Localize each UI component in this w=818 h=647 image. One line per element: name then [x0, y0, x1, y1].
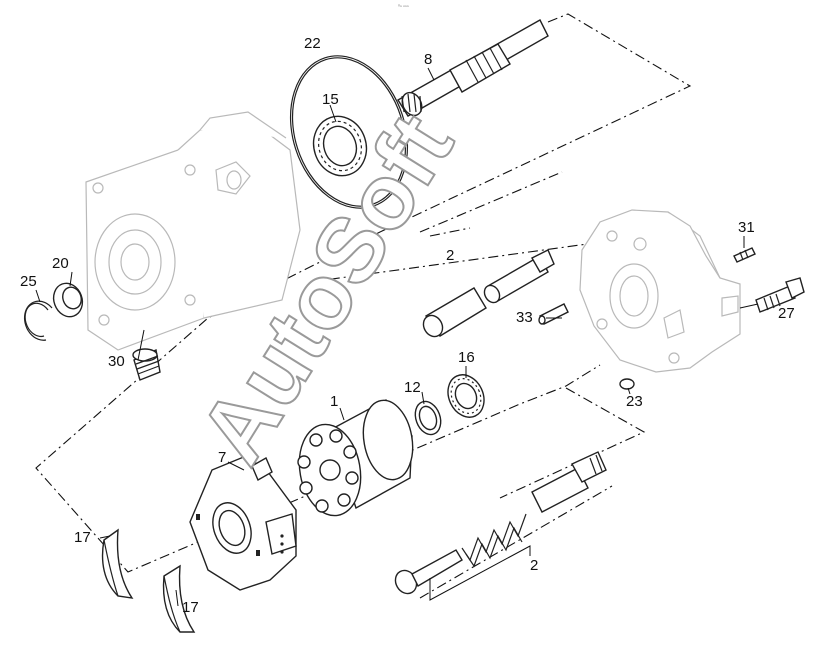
- callout-8: 8: [424, 51, 432, 68]
- callout-7: 7: [218, 449, 226, 466]
- part-30-plug: [132, 348, 161, 381]
- callout-31: 31: [738, 219, 755, 236]
- callout-12: 12: [404, 379, 421, 396]
- part-27-bolt: [755, 277, 805, 313]
- part-25-circlip: [23, 300, 53, 341]
- callout-33: 33: [516, 309, 533, 326]
- callout-15: 15: [322, 91, 339, 108]
- callout-17-upper: 17: [74, 529, 91, 546]
- part-17-shell-upper: [101, 528, 134, 599]
- port-plate: [579, 209, 741, 373]
- callout-25: 25: [20, 273, 37, 290]
- part-33-pin: [538, 303, 569, 325]
- part-12-ring: [414, 400, 442, 436]
- part-8-shaft: [397, 19, 549, 117]
- callout-20: 20: [52, 255, 69, 272]
- part-2-valve-assembly: [394, 451, 607, 595]
- part-23-oring: [619, 378, 635, 390]
- motor-housing: [85, 111, 301, 351]
- callout-labels: 22 8 15 31 2 25 20 33 27 30 16 12 1 23 7…: [20, 35, 795, 616]
- callout-16: 16: [458, 349, 475, 366]
- part-2-piston-upper: [422, 249, 555, 338]
- part-1-cylinder-block: [297, 399, 414, 517]
- callout-30: 30: [108, 353, 125, 370]
- callout-27: 27: [778, 305, 795, 322]
- part-16-bearing: [447, 374, 485, 418]
- assembly-axis-lines: [35, 13, 692, 599]
- part-20-seal: [52, 282, 84, 318]
- callout-2-upper: 2: [446, 247, 454, 264]
- callout-1: 1: [330, 393, 338, 410]
- part-15-bearing: [312, 115, 368, 177]
- part-22-gasket: [289, 55, 409, 209]
- part-31-screw: [733, 247, 756, 263]
- part-7-swash-plate: [189, 455, 297, 591]
- leader-lines: [35, 67, 759, 607]
- corner-text: ⁰ⁿ ⁿⁿⁿ: [398, 4, 409, 10]
- callout-2-lower: 2: [530, 557, 538, 574]
- callout-22: 22: [304, 35, 321, 52]
- callout-17-lower: 17: [182, 599, 199, 616]
- part-17-shell-lower: [162, 564, 196, 633]
- callout-23: 23: [626, 393, 643, 410]
